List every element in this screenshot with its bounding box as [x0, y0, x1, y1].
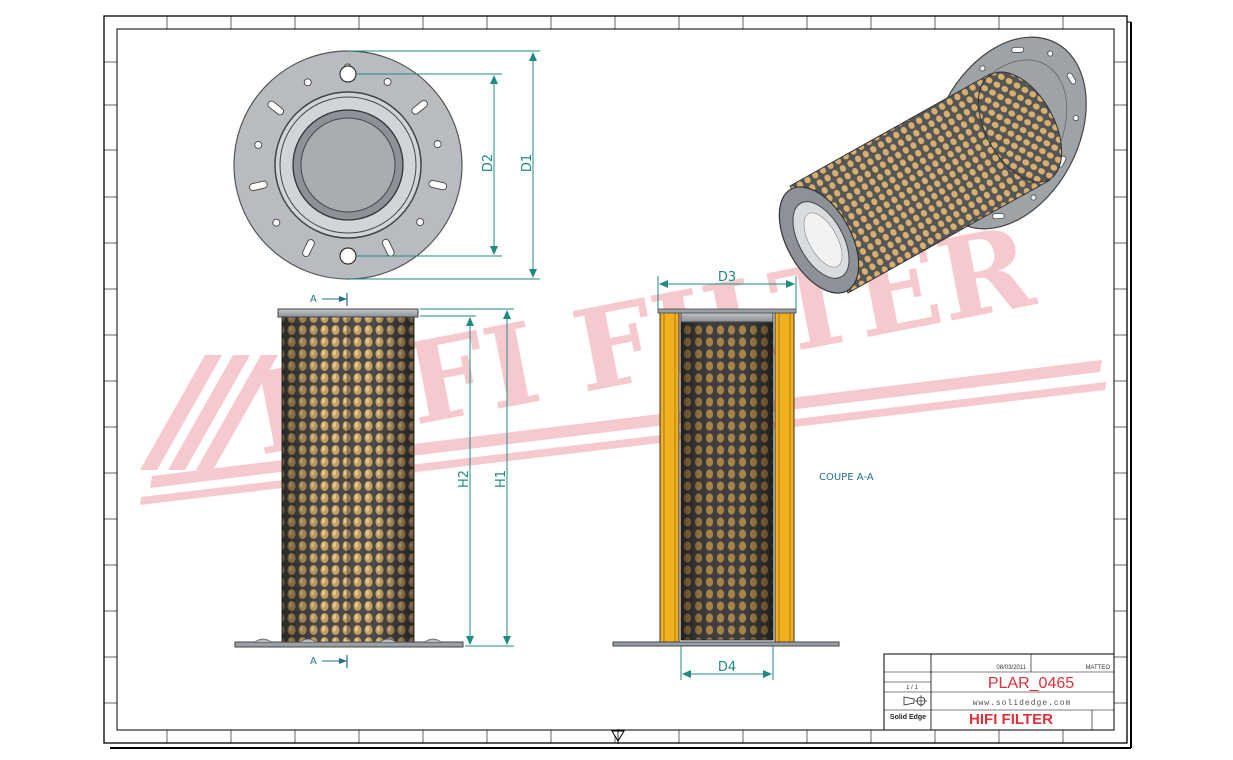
dimension-h2: H2	[457, 470, 472, 488]
front-view	[234, 308, 464, 648]
dimension-d1: D1	[520, 154, 535, 172]
part-code: PLAR_0465	[988, 675, 1074, 692]
company-name: HIFI FILTER	[969, 711, 1053, 728]
inner-border	[116, 28, 1115, 731]
outer-border	[103, 15, 1128, 744]
isometric-view	[778, 36, 1087, 294]
section-marker-bottom: A	[310, 656, 317, 667]
zone-ticks	[104, 16, 1128, 743]
title-block	[883, 653, 1115, 731]
section-marker-top: A	[310, 294, 317, 305]
section-view	[612, 308, 840, 647]
section-markers	[322, 293, 348, 668]
dimension-d4: D4	[718, 660, 736, 675]
top-dimensions	[348, 50, 540, 280]
mounting-hole-bottom	[339, 247, 357, 265]
dimension-d3: D3	[718, 270, 736, 285]
dimension-d2: D2	[481, 154, 496, 172]
top-view	[233, 50, 463, 280]
dimension-h1: H1	[494, 470, 509, 488]
height-dimensions	[420, 308, 514, 647]
mounting-hole-top	[339, 65, 357, 83]
title-date: 08/03/2011	[996, 665, 1026, 671]
software-url: www.solidedge.com	[973, 699, 1072, 708]
title-scale: 1 / 1	[906, 685, 918, 691]
section-dimensions	[657, 276, 797, 680]
section-label: COUPE A-A	[819, 472, 874, 483]
software-name: Solid Edge	[890, 714, 926, 721]
title-author: MATTEO	[1085, 665, 1110, 671]
